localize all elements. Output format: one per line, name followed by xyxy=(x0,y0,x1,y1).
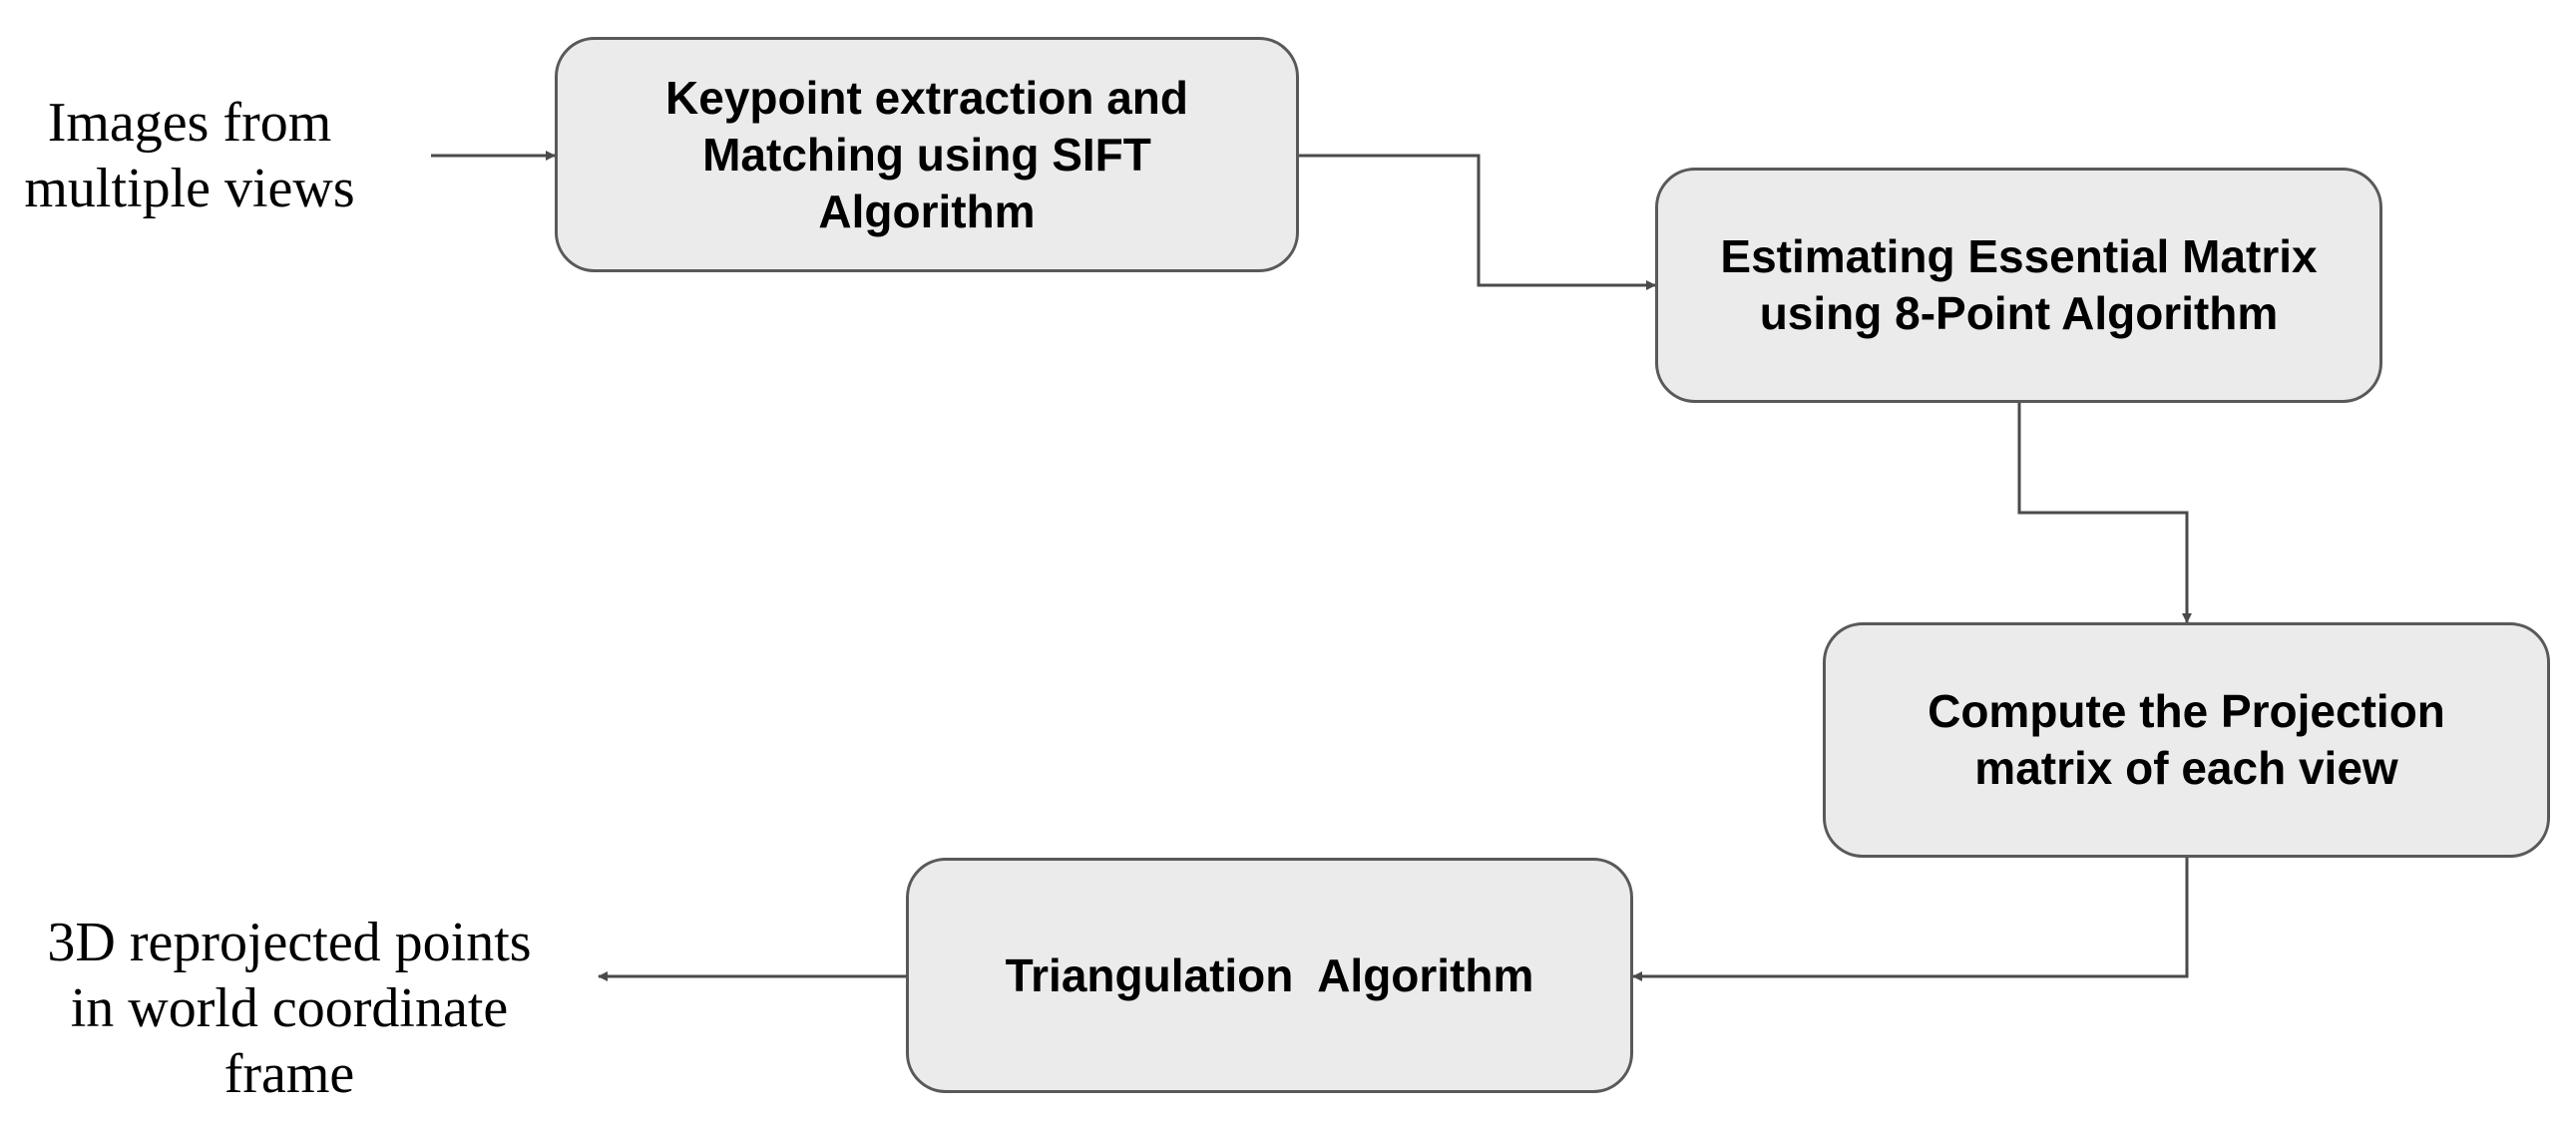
input-label-line: Images from xyxy=(47,92,332,154)
node-label: Compute the Projection matrix of each vi… xyxy=(1928,683,2445,797)
output-label-line: 3D reprojected points xyxy=(47,912,532,973)
node-label: Keypoint extraction and Matching using S… xyxy=(665,70,1188,240)
node-keypoint-extraction: Keypoint extraction and Matching using S… xyxy=(555,37,1299,272)
node-essential-matrix: Estimating Essential Matrix using 8-Poin… xyxy=(1655,168,2382,403)
node-label: Estimating Essential Matrix using 8-Poin… xyxy=(1720,228,2317,342)
node-projection-matrix: Compute the Projection matrix of each vi… xyxy=(1823,622,2550,858)
node-label-line: Triangulation Algorithm xyxy=(1005,948,1534,1001)
node-label-line: Compute the Projection xyxy=(1928,685,2445,737)
node-label-line: Matching using SIFT xyxy=(702,128,1151,181)
node-label: Triangulation Algorithm xyxy=(1006,947,1534,1004)
node-label-line: Keypoint extraction and xyxy=(665,71,1188,124)
edge-group xyxy=(431,151,2192,981)
output-label: 3D reprojected points in world coordinat… xyxy=(30,910,549,1107)
connector-projection-to-triangulation xyxy=(1632,858,2189,981)
output-label-line: in world coordinate xyxy=(70,977,509,1039)
connector-keypoint-to-essential xyxy=(1299,154,1656,290)
input-label-line: multiple views xyxy=(24,158,355,219)
node-label-line: matrix of each view xyxy=(1974,742,2398,794)
connector-essential-to-projection xyxy=(2017,403,2192,623)
node-triangulation: Triangulation Algorithm xyxy=(906,858,1633,1093)
node-label-line: Estimating Essential Matrix xyxy=(1720,230,2318,282)
node-label-line: using 8-Point Algorithm xyxy=(1759,287,2279,339)
output-label-line: frame xyxy=(223,1043,355,1105)
input-label: Images from multiple views xyxy=(10,90,369,221)
node-label-line: Algorithm xyxy=(818,185,1036,237)
